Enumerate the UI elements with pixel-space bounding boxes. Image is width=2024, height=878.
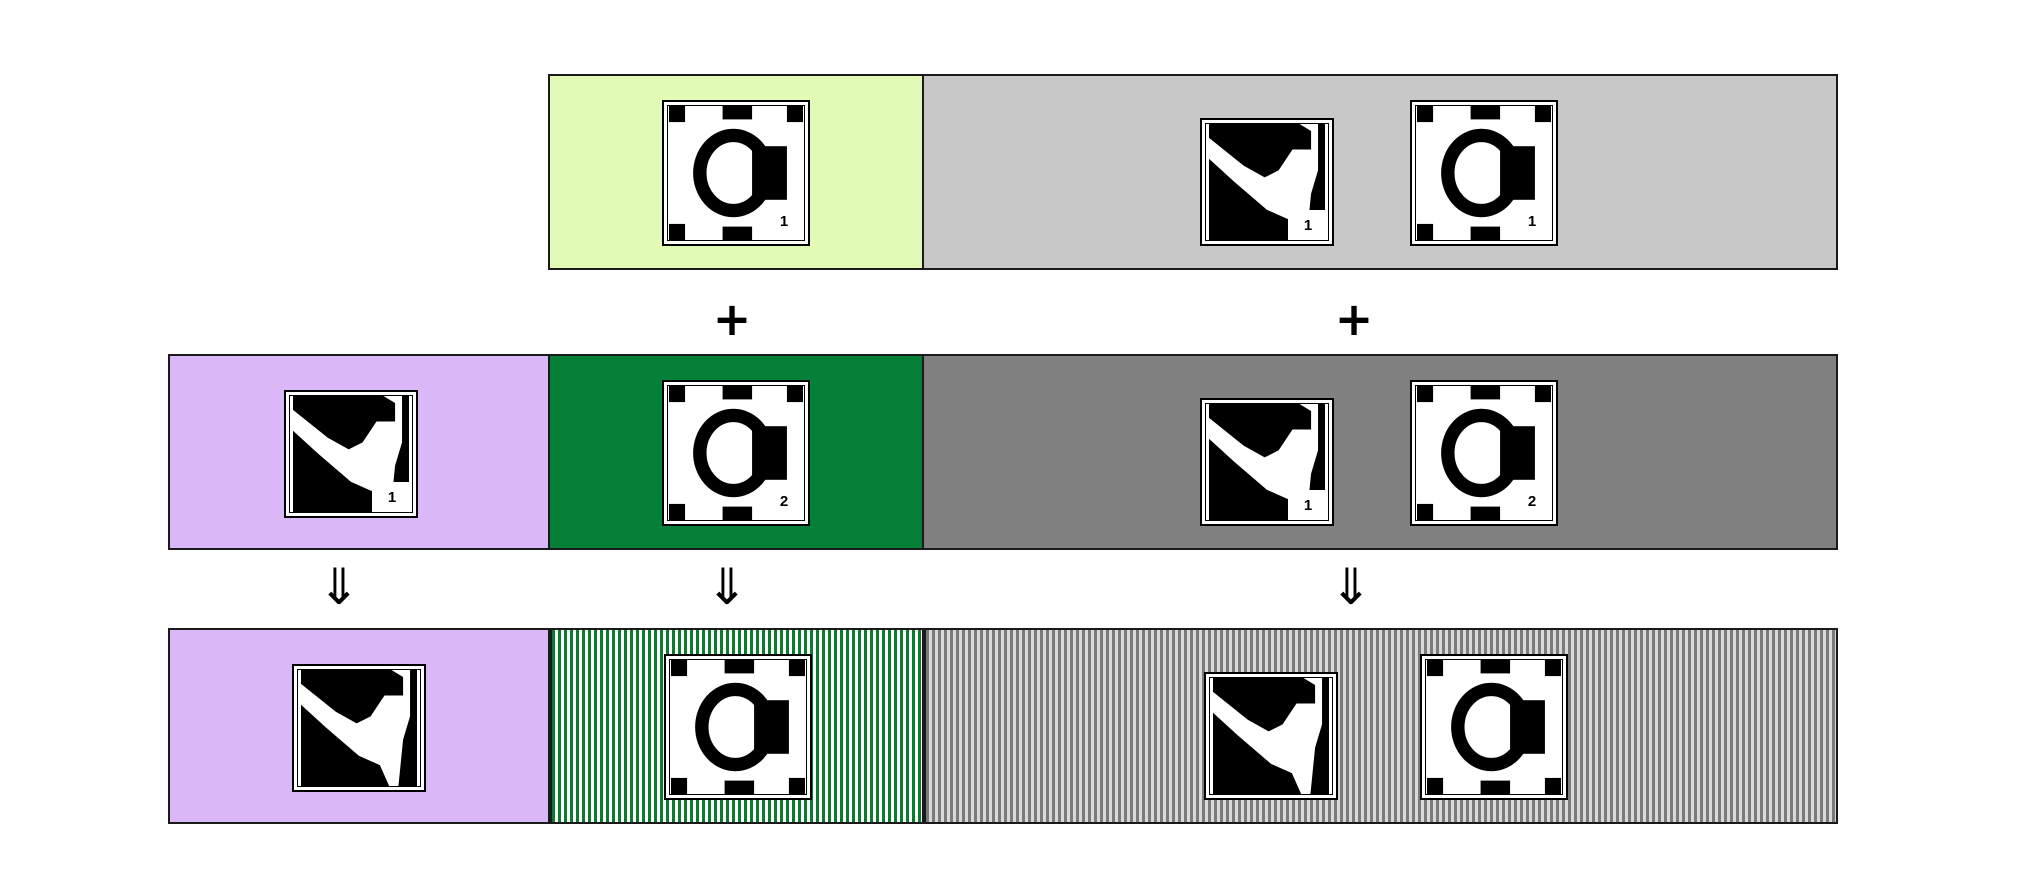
plus-sign-green: + <box>712 292 752 346</box>
tile-count-badge: 1 <box>1512 202 1552 240</box>
bottom-gray-striped-panel <box>924 628 1838 824</box>
bird-pattern-icon <box>298 670 420 786</box>
tile-ring-bottom-green <box>664 654 812 800</box>
tile-bird-bottom-purple <box>292 664 426 792</box>
tile-ring-top-green: 1 <box>662 100 810 246</box>
tile-count-badge: 1 <box>764 202 804 240</box>
bottom-purple-panel <box>168 628 550 824</box>
tile-count-badge: 2 <box>764 482 804 520</box>
tile-ring-bottom-gray <box>1420 654 1568 800</box>
down-arrow-gray: ⇓ <box>1330 558 1372 616</box>
middle-green-panel: 2 <box>548 354 924 550</box>
tile-count-badge: 2 <box>1512 482 1552 520</box>
down-arrow-purple: ⇓ <box>318 558 360 616</box>
tile-ring-top-gray: 1 <box>1410 100 1558 246</box>
tile-count-badge: 1 <box>1288 210 1328 240</box>
down-arrow-green: ⇓ <box>706 558 748 616</box>
tile-count-badge: 1 <box>1288 490 1328 520</box>
bottom-green-striped-panel <box>550 628 924 824</box>
tile-count-badge: 1 <box>372 482 412 512</box>
tile-ring-middle-gray: 2 <box>1410 380 1558 526</box>
tile-ring-middle-green: 2 <box>662 380 810 526</box>
top-green-panel: 1 <box>548 74 924 270</box>
ring-pattern-icon <box>1426 660 1562 794</box>
tile-bird-top-gray: 1 <box>1200 118 1334 246</box>
ring-pattern-icon <box>670 660 806 794</box>
top-gray-panel: 1 1 <box>922 74 1838 270</box>
bird-pattern-icon <box>1210 678 1332 794</box>
tile-bird-middle-purple: 1 <box>284 390 418 518</box>
tile-bird-middle-gray: 1 <box>1200 398 1334 526</box>
middle-gray-panel: 1 2 <box>922 354 1838 550</box>
tile-bird-bottom-gray <box>1204 672 1338 800</box>
middle-purple-panel: 1 <box>168 354 550 550</box>
plus-sign-gray: + <box>1334 292 1374 346</box>
